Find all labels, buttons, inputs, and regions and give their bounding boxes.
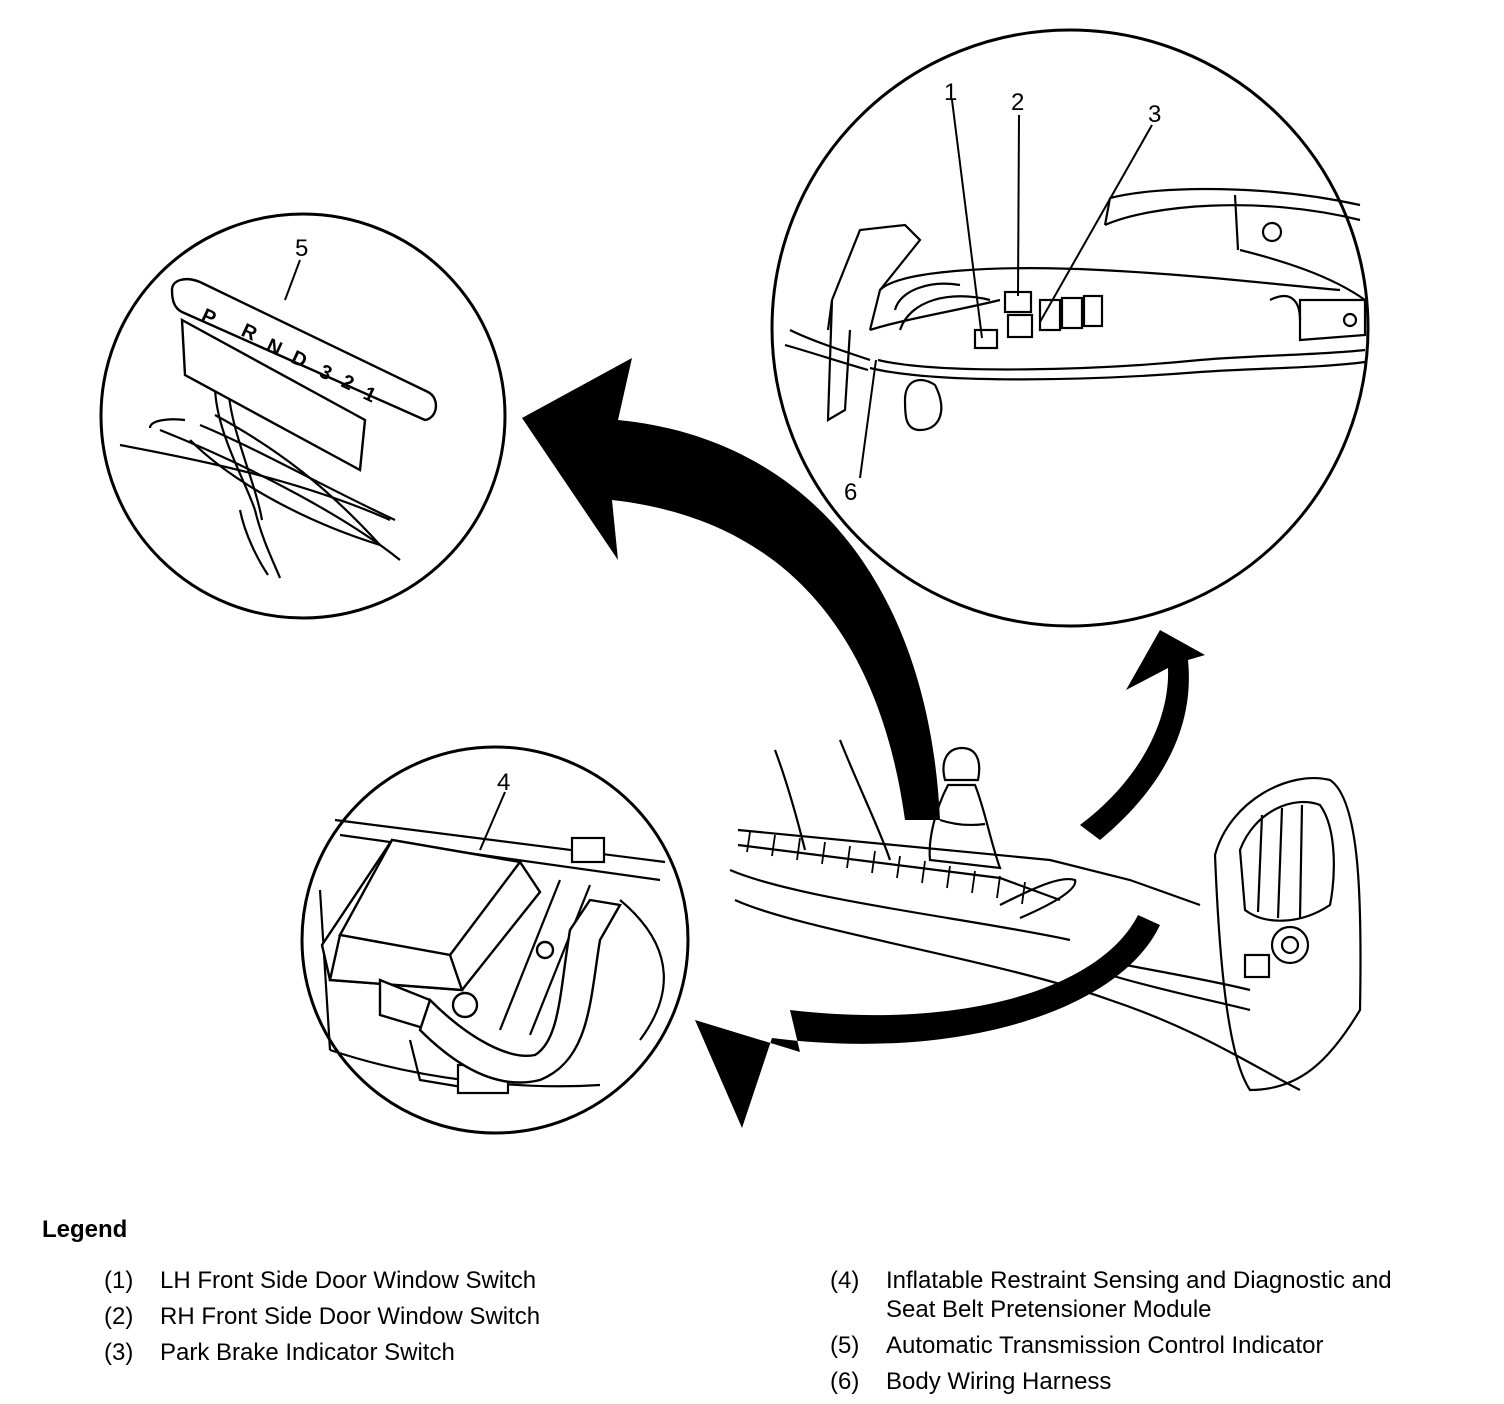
arrow-to-console-harness — [1080, 630, 1205, 840]
legend-item: (6) Body Wiring Harness — [830, 1367, 1426, 1396]
legend-item-number: (5) — [830, 1332, 860, 1359]
legend: Legend (1) LH Front Side Door Window Swi… — [0, 1200, 1504, 1404]
legend-item: (2) RH Front Side Door Window Switch — [104, 1302, 700, 1331]
legend-item-text: LH Front Side Door Window Switch — [160, 1267, 537, 1294]
callout-2: 2 — [1011, 89, 1024, 116]
arrow-to-shift-indicator — [522, 358, 940, 820]
legend-item-text: Park Brake Indicator Switch — [160, 1339, 455, 1366]
callout-5: 5 — [295, 235, 308, 262]
legend-title: Legend — [42, 1216, 128, 1243]
legend-item-number: (4) — [830, 1267, 860, 1294]
legend-column-right: (4) Inflatable Restraint Sensing and Dia… — [830, 1266, 1426, 1403]
legend-item-number: (1) — [104, 1267, 134, 1294]
legend-item-number: (3) — [104, 1339, 134, 1366]
legend-item: (5) Automatic Transmission Control Indic… — [830, 1331, 1426, 1360]
arrow-to-restraint-module — [695, 915, 1160, 1128]
detail-circle-console-harness: 1 2 3 6 — [770, 28, 1370, 628]
legend-item: (1) LH Front Side Door Window Switch — [104, 1266, 700, 1295]
callout-6: 6 — [844, 479, 857, 506]
callout-3: 3 — [1148, 101, 1161, 128]
callout-4: 4 — [497, 769, 510, 796]
legend-item-text: RH Front Side Door Window Switch — [160, 1303, 541, 1330]
detail-circle-restraint-module: 4 — [300, 745, 690, 1135]
legend-item-number: (6) — [830, 1368, 860, 1395]
legend-column-left: (1) LH Front Side Door Window Switch (2)… — [104, 1266, 700, 1374]
legend-item: (4) Inflatable Restraint Sensing and Dia… — [830, 1266, 1426, 1324]
legend-item-number: (2) — [104, 1303, 134, 1330]
floor-console-illustration — [729, 739, 1362, 1092]
legend-item-text: Automatic Transmission Control Indicator — [886, 1332, 1324, 1359]
callout-1: 1 — [944, 79, 957, 106]
detail-circle-shift-indicator: P R N D 3 2 1 5 — [99, 212, 507, 620]
component-location-diagram: 1 2 3 6 P R N D 3 2 1 — [99, 28, 1370, 1135]
legend-item-text: Inflatable Restraint Sensing and Diagnos… — [886, 1267, 1392, 1323]
legend-item-text: Body Wiring Harness — [886, 1368, 1112, 1395]
legend-item: (3) Park Brake Indicator Switch — [104, 1338, 700, 1367]
